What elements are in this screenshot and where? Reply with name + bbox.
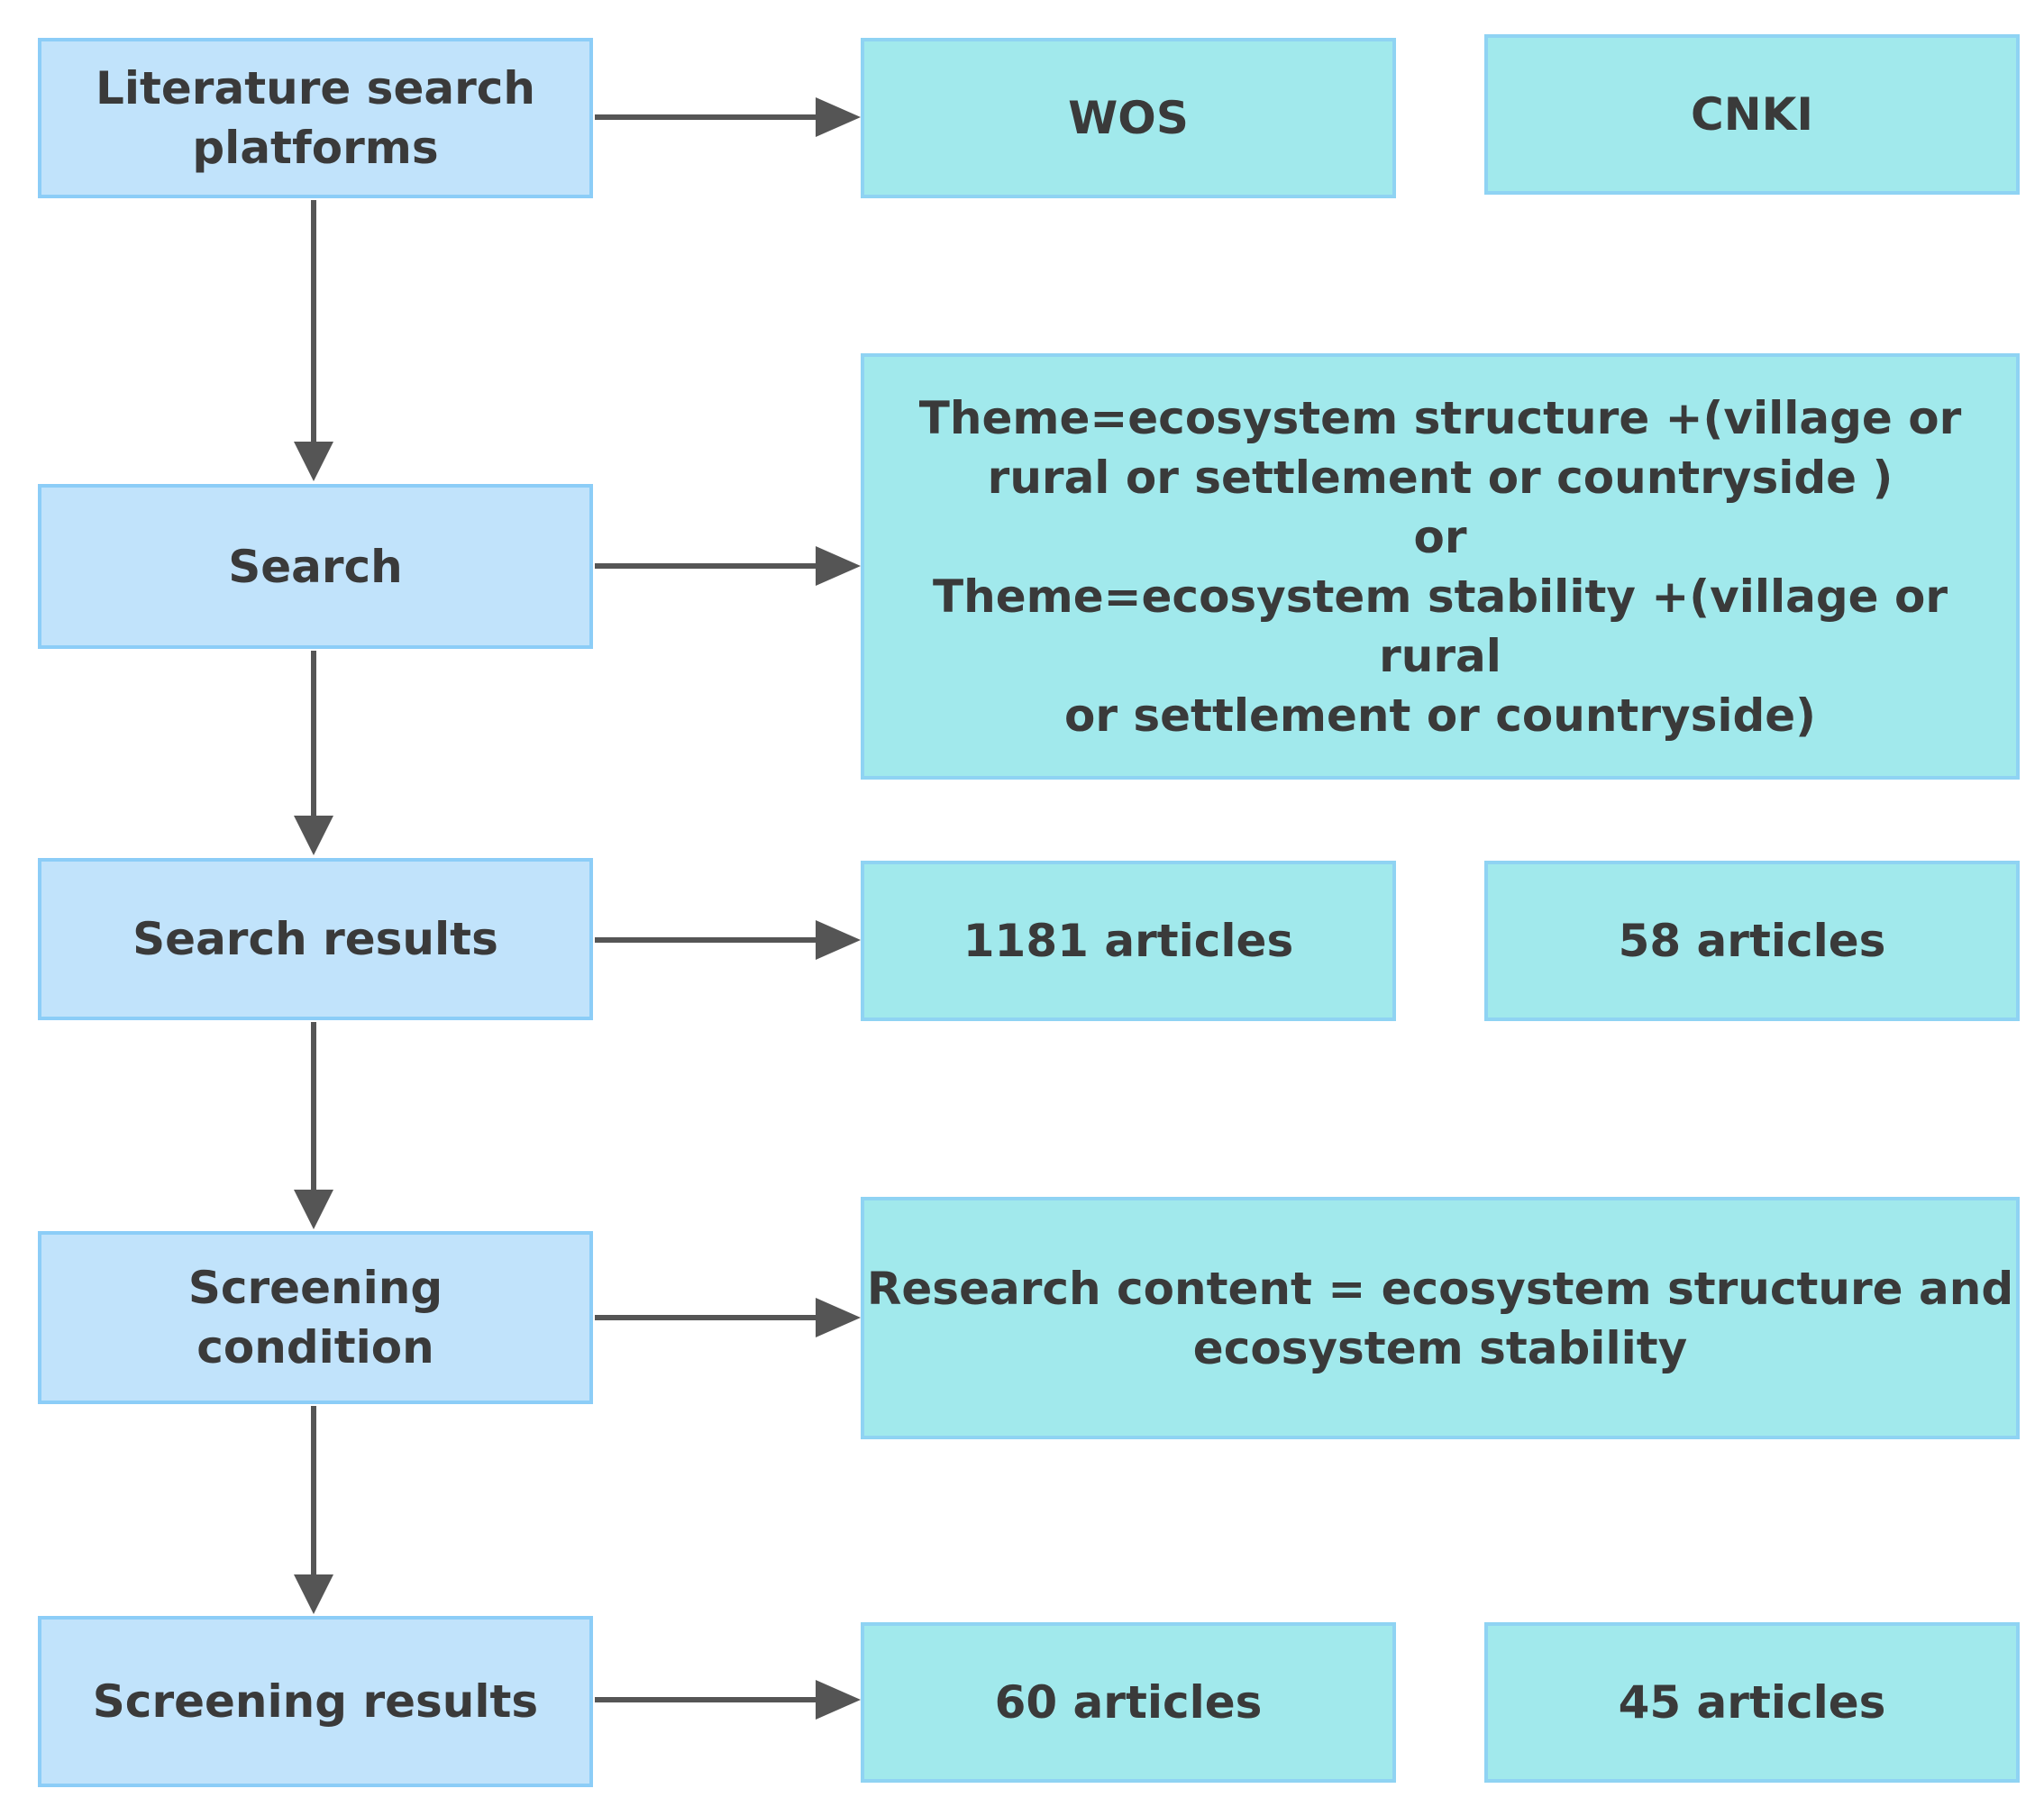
- detail-wos-results: 1181 articles: [861, 861, 1396, 1021]
- detail-wos: WOS: [861, 38, 1396, 198]
- step-literature-search-platforms: Literature search platforms: [38, 38, 593, 198]
- step-literature-search-platforms-label: Literature search platforms: [96, 62, 535, 174]
- horizontal-arrow-search-results: [595, 920, 861, 960]
- vertical-arrow-results-to-condition: [294, 1022, 333, 1229]
- detail-search-query-label: Theme=ecosystem structure +(village or r…: [918, 391, 1962, 742]
- vertical-arrow-search-to-results: [294, 651, 333, 855]
- detail-wos-results-label: 1181 articles: [963, 915, 1294, 967]
- vertical-arrow-condition-to-screening-results: [294, 1406, 333, 1614]
- detail-wos-label: WOS: [1068, 92, 1189, 144]
- step-screening-results-label: Screening results: [92, 1675, 539, 1728]
- step-screening-results: Screening results: [38, 1616, 593, 1787]
- detail-screening-criteria: Research content = ecosystem structure a…: [861, 1197, 2020, 1439]
- detail-cnki-screened: 45 articles: [1484, 1622, 2020, 1783]
- step-search-results: Search results: [38, 858, 593, 1020]
- detail-cnki: CNKI: [1484, 34, 2020, 195]
- detail-wos-screened-label: 60 articles: [994, 1676, 1263, 1729]
- detail-cnki-screened-label: 45 articles: [1618, 1676, 1886, 1729]
- horizontal-arrow-search: [595, 546, 861, 586]
- detail-screening-criteria-label: Research content = ecosystem structure a…: [866, 1262, 2014, 1374]
- vertical-arrow-platforms-to-search: [294, 200, 333, 481]
- horizontal-arrow-screening-condition: [595, 1298, 861, 1337]
- step-search-results-label: Search results: [132, 913, 498, 965]
- step-screening-condition: Screening condition: [38, 1231, 593, 1404]
- detail-search-query: Theme=ecosystem structure +(village or r…: [861, 353, 2020, 780]
- detail-wos-screened: 60 articles: [861, 1622, 1396, 1783]
- horizontal-arrow-screening-results: [595, 1680, 861, 1720]
- step-search-label: Search: [228, 540, 403, 593]
- step-screening-condition-label: Screening condition: [187, 1262, 443, 1373]
- horizontal-arrow-platforms: [595, 97, 861, 137]
- step-search: Search: [38, 484, 593, 649]
- detail-cnki-label: CNKI: [1691, 88, 1813, 141]
- detail-cnki-results-label: 58 articles: [1618, 915, 1886, 967]
- detail-cnki-results: 58 articles: [1484, 861, 2020, 1021]
